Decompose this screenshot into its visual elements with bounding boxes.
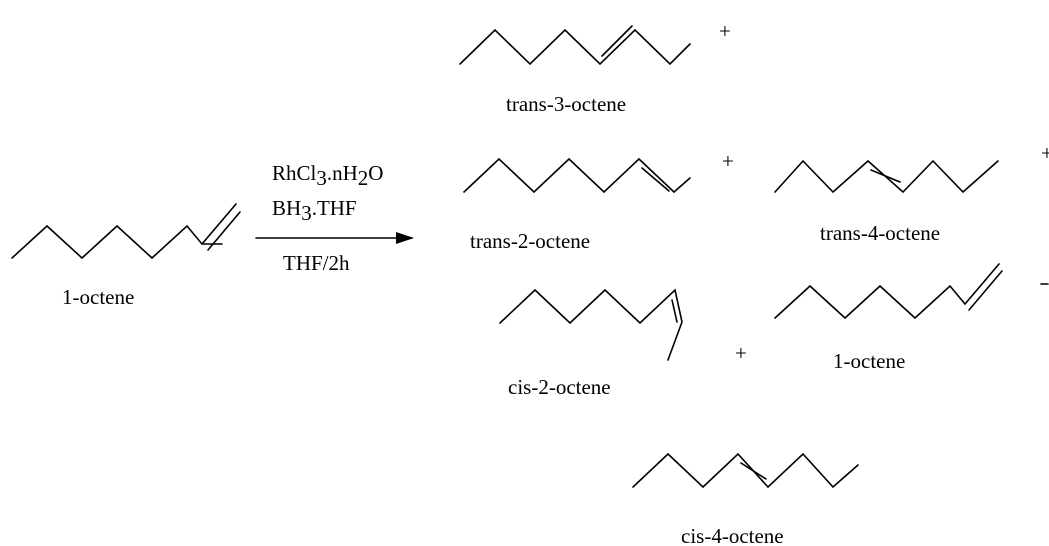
product-cis-2-octene-structure [499,288,683,361]
product-label-trans-2-octene: trans-2-octene [470,229,590,253]
plus-sign: + [1041,141,1049,165]
product-label-cis-4-octene: cis-4-octene [681,524,784,546]
product-label-1-octene: 1-octene [833,349,905,373]
reagent-bh3-thf: BH3.THF [272,196,357,225]
skeleton-chain [463,157,691,194]
double-bond-line [671,299,678,323]
product-label-cis-2-octene: cis-2-octene [508,375,611,399]
terminal-bond [201,203,237,245]
reaction-conditions: THF/2h [283,251,350,275]
skeleton-chain [459,28,691,66]
double-bond-line [207,211,241,251]
reactant-1-octene-structure [11,203,241,260]
product-trans-3-octene-structure [459,25,691,66]
skeleton-chain [632,452,859,489]
skeleton-chain [774,263,1000,320]
reagent-rhcl3: RhCl3.nH2O [272,161,383,190]
product-label-trans-3-octene: trans-3-octene [506,92,626,116]
double-bond-line [601,25,633,57]
plus-sign: + [719,19,731,43]
plus-sign: + [735,341,747,365]
product-trans-2-octene-structure [463,157,691,194]
product-cis-4-octene-structure [632,452,859,489]
reactant-label: 1-octene [62,285,134,309]
double-bond-line [968,270,1003,311]
double-bond-line [870,169,901,183]
double-bond-line [641,167,670,192]
product-trans-4-octene-structure [774,159,999,194]
reaction-arrow-head [396,232,414,244]
skeleton-chain [11,224,223,260]
product-label-trans-4-octene: trans-4-octene [820,221,940,245]
plus-sign: + [722,149,734,173]
product-1-octene-structure [774,263,1003,320]
double-bond-line [740,462,767,480]
skeleton-chain [499,288,683,361]
